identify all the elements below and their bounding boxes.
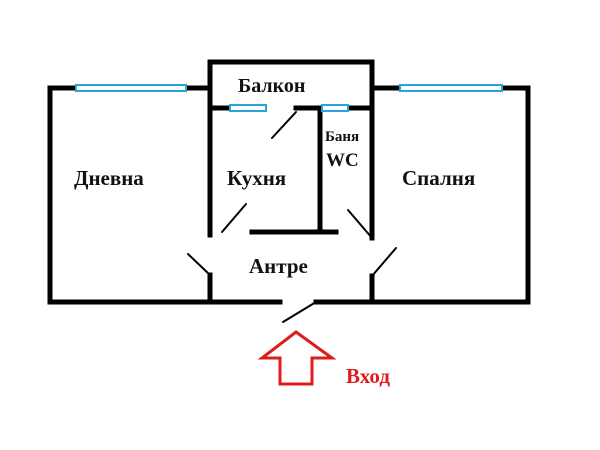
bathroom-label: Баня	[325, 129, 360, 145]
door-balcony	[271, 111, 297, 139]
door-kitchen	[221, 203, 247, 233]
entrance-label: Вход	[346, 364, 390, 388]
window-bathroom	[321, 104, 349, 112]
door-bathroom	[347, 209, 373, 239]
walls	[47, 59, 531, 305]
window-living	[75, 84, 187, 92]
door-living	[187, 253, 211, 276]
kitchen-label: Кухня	[227, 166, 287, 190]
bedroom-label: Спалня	[402, 166, 476, 190]
doors	[187, 111, 397, 323]
window-bedroom	[399, 84, 503, 92]
door-bedroom	[371, 247, 397, 277]
windows	[75, 84, 503, 112]
entrance-arrow-icon	[257, 330, 337, 386]
balcony-label: Балкон	[238, 75, 306, 97]
living-room-label: Дневна	[74, 166, 144, 190]
wc-label: WC	[326, 150, 359, 171]
window-kitchen	[229, 104, 267, 112]
door-entrance	[282, 301, 317, 323]
hallway-label: Антре	[249, 254, 308, 278]
